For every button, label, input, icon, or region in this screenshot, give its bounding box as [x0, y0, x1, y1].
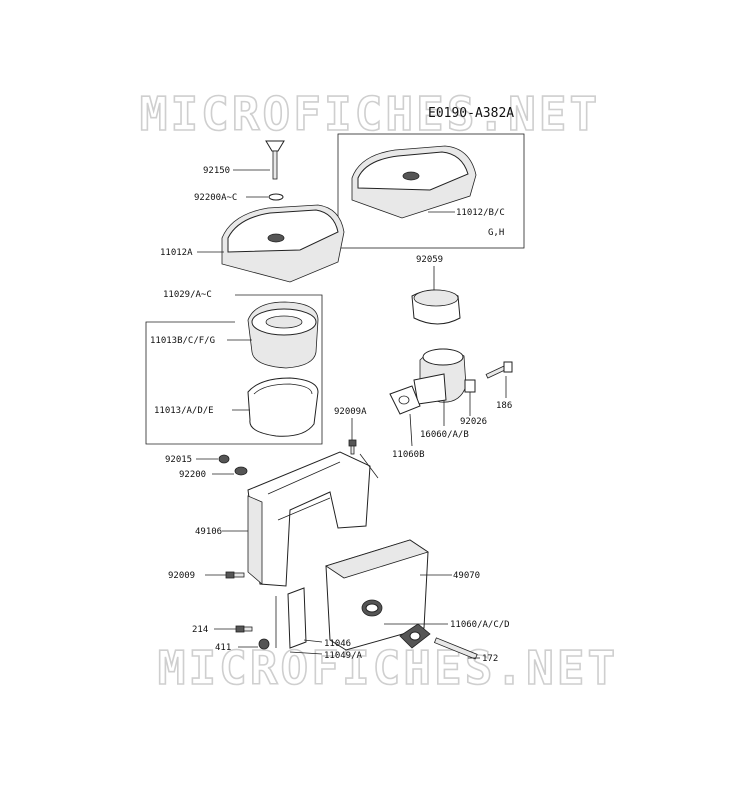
label-92059: 92059 [416, 255, 443, 265]
inset-box: 11012/B/C G,H [337, 133, 525, 249]
gasket-11060b: 11060B [389, 385, 425, 460]
label-186: 186 [496, 401, 512, 411]
paper-element-11013bcfg: 11013B/C/F/G [150, 301, 319, 369]
label-172: 172 [482, 654, 498, 664]
label-11013bcfg: 11013B/C/F/G [150, 336, 215, 346]
foam-element-11013ade: 11013/A/D/E [154, 377, 319, 437]
washer-411: 411 [215, 638, 270, 653]
stud-172: 172 [433, 637, 498, 664]
label-92009a: 92009A [334, 407, 367, 417]
label-92200: 92200 [179, 470, 206, 480]
bolt-186: 186 [485, 361, 513, 411]
seal-92059: 92059 [411, 255, 461, 325]
label-11049a: 11049/A [324, 651, 363, 661]
muffler-49070: 49070 [325, 539, 480, 651]
collar-92026: 92026 [460, 379, 487, 427]
bolt-92009: 92009 [168, 571, 245, 581]
washer-92200ac: 92200A~C [194, 193, 284, 203]
label-16060ab: 16060/A/B [420, 430, 469, 440]
wing-bolt-92150: 92150 [203, 140, 285, 180]
label-11013ade: 11013/A/D/E [154, 406, 214, 416]
label-11012a: 11012A [160, 248, 193, 258]
label-11029ac: 11029/A~C [163, 290, 212, 300]
watermark-bottom: MICROFICHES.NET [158, 641, 618, 695]
label-92026: 92026 [460, 417, 487, 427]
filter-group-box: 11029/A~C [145, 290, 323, 445]
label-92015: 92015 [165, 455, 192, 465]
label-214: 214 [192, 625, 208, 635]
nut-92015: 92015 [165, 454, 230, 465]
washer-92200: 92200 [179, 466, 248, 480]
elbow-16060ab: 16060/A/B [413, 348, 469, 440]
bolt-214: 214 [192, 625, 253, 635]
label-92150: 92150 [203, 166, 230, 176]
bolt-92009a: 92009A [334, 407, 367, 455]
bracket-11046: 11046 11049/A [275, 587, 363, 661]
label-11012gh: G,H [488, 228, 504, 238]
cover-11012a: 11012A [160, 204, 345, 283]
label-49070: 49070 [453, 571, 480, 581]
label-11012bc: 11012/B/C [456, 208, 505, 218]
label-92200ac: 92200A~C [194, 193, 237, 203]
watermark-top: MICROFICHES.NET [140, 87, 600, 141]
label-11060b: 11060B [392, 450, 425, 460]
label-11060acd: 11060/A/C/D [450, 620, 510, 630]
label-411: 411 [215, 643, 231, 653]
muffler-guard-49106: 49106 [195, 451, 379, 587]
label-11046: 11046 [324, 639, 351, 649]
label-92009: 92009 [168, 571, 195, 581]
gasket-11060acd: 11060/A/C/D [384, 620, 510, 649]
diagram-code: E0190-A382A [428, 106, 514, 121]
label-49106: 49106 [195, 527, 222, 537]
